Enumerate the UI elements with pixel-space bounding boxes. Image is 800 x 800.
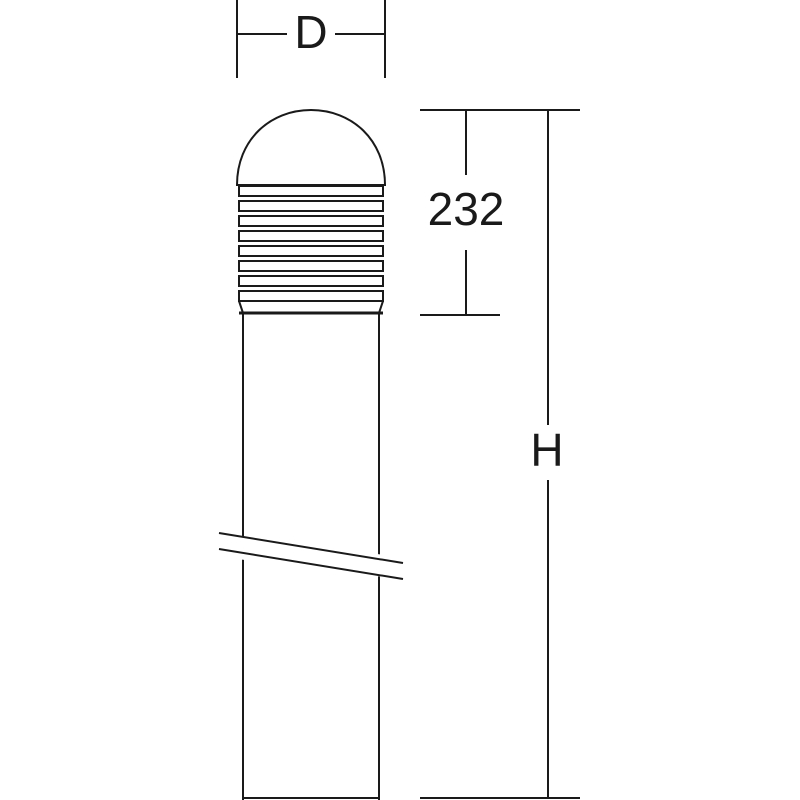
total-height-label: H	[530, 424, 563, 476]
diameter-label: D	[294, 6, 327, 58]
break-symbol	[218, 532, 404, 580]
louver-ring	[238, 215, 384, 227]
louver-ring	[238, 200, 384, 212]
dome-outline	[235, 108, 387, 186]
louver-ring	[238, 185, 384, 197]
total-height-dimension: H	[420, 109, 580, 799]
louver-height-label: 232	[428, 183, 505, 235]
louver-height-dimension: 232	[420, 109, 505, 316]
break-line-upper	[218, 532, 404, 564]
break-line-lower	[218, 548, 404, 580]
louver-ring	[238, 275, 384, 287]
louver-base-taper	[238, 300, 384, 314]
louver-ring	[238, 290, 384, 302]
dome-cap	[235, 108, 387, 186]
louver-ring	[238, 245, 384, 257]
louver-ring	[238, 230, 384, 242]
louver-ring	[238, 260, 384, 272]
break-gap	[224, 535, 398, 579]
diameter-dimension: D	[236, 0, 386, 78]
louver-section	[238, 185, 384, 315]
